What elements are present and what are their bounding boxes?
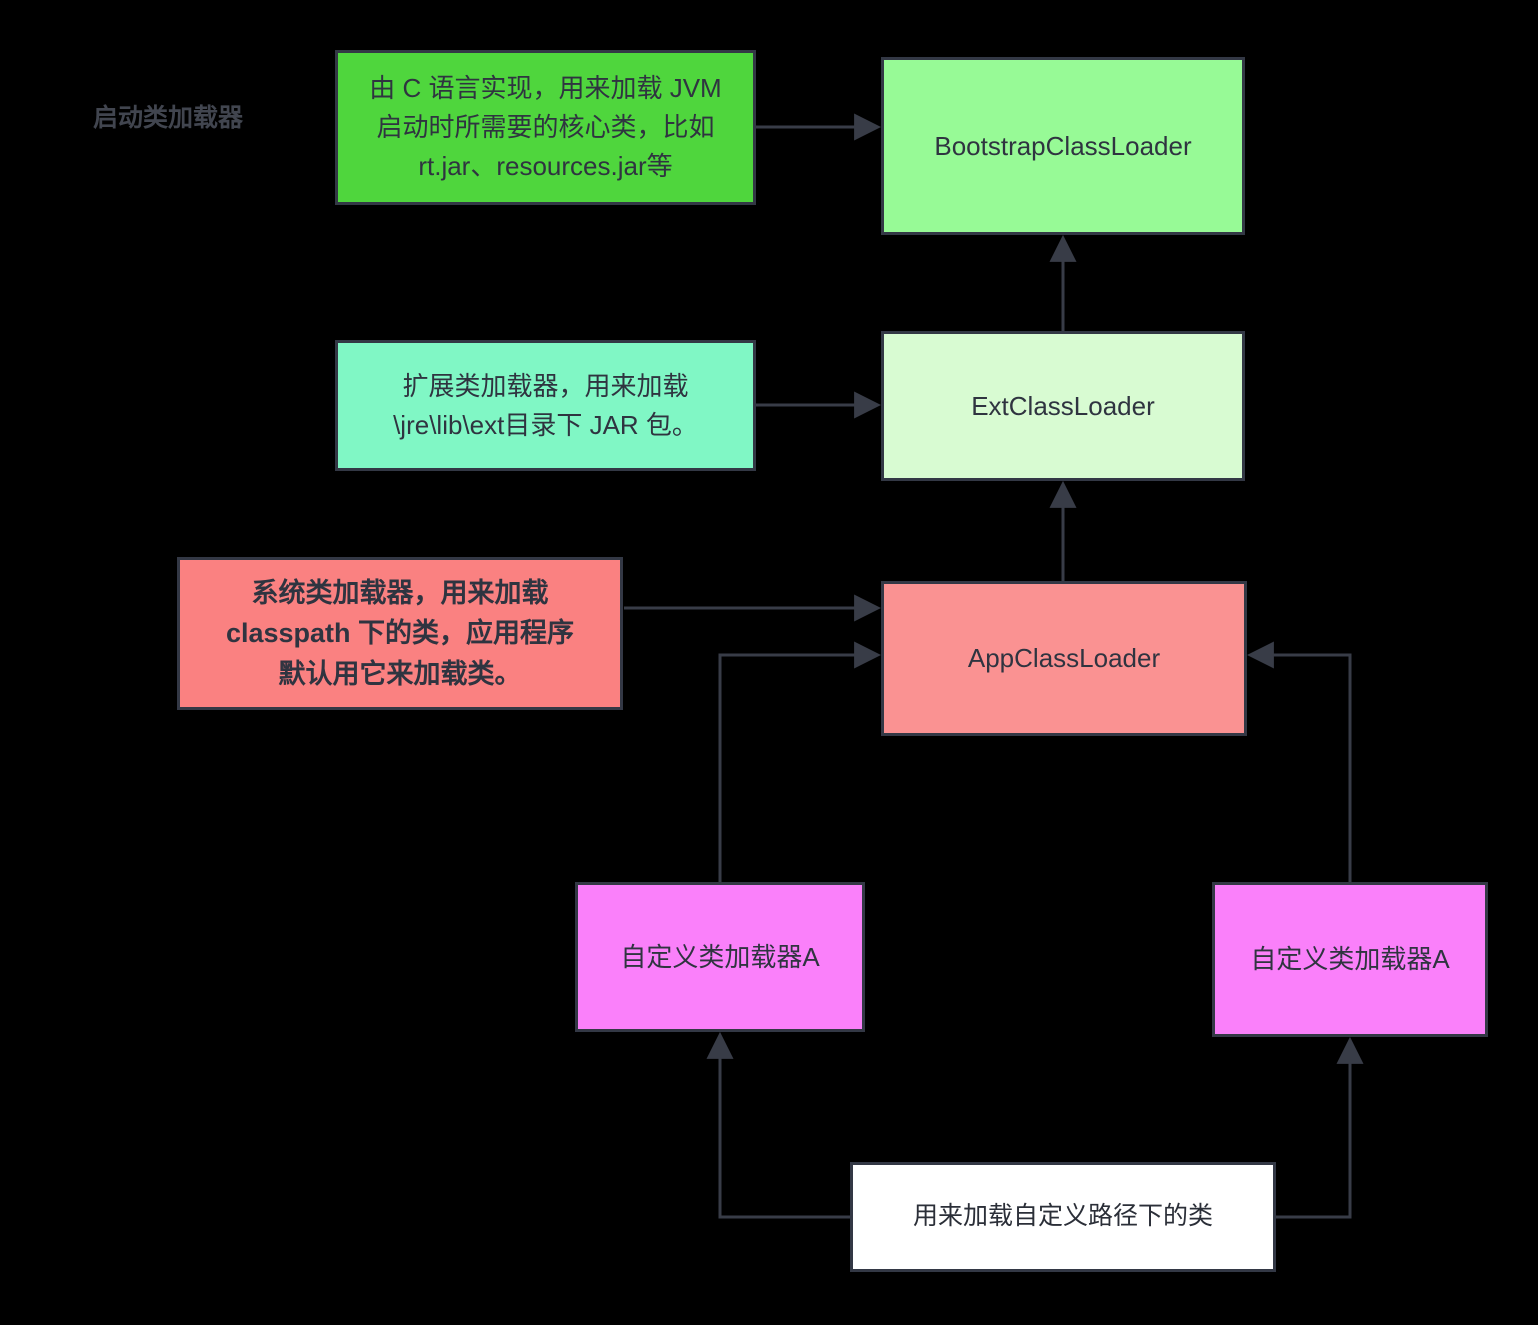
ext-classloader-box: ExtClassLoader (881, 331, 1245, 481)
connector-customright-to-app (1246, 641, 1352, 882)
custom-classloader-right-box: 自定义类加载器A (1212, 882, 1488, 1037)
note-bootstrap-box: 由 C 语言实现，用来加载 JVM 启动时所需要的核心类，比如 rt.jar、r… (335, 50, 756, 205)
app-classloader-box: AppClassLoader (881, 581, 1247, 736)
note-ext-box: 扩展类加载器，用来加载 \jre\lib\ext目录下 JAR 包。 (335, 340, 756, 471)
custom-classloader-left-box: 自定义类加载器A (575, 882, 865, 1032)
corner-label-bootstrap-loader: 启动类加载器 (93, 104, 244, 132)
bootstrap-classloader-box: BootstrapClassLoader (881, 57, 1245, 235)
connector-customleft-to-app (718, 641, 882, 882)
connector-notecustom-to-customleft (706, 1031, 850, 1219)
connector-notecustom-to-customright (1276, 1036, 1364, 1219)
note-app-box: 系统类加载器，用来加载 classpath 下的类，应用程序 默认用它来加载类。 (177, 557, 623, 710)
note-custom-box: 用来加载自定义路径下的类 (850, 1162, 1276, 1272)
